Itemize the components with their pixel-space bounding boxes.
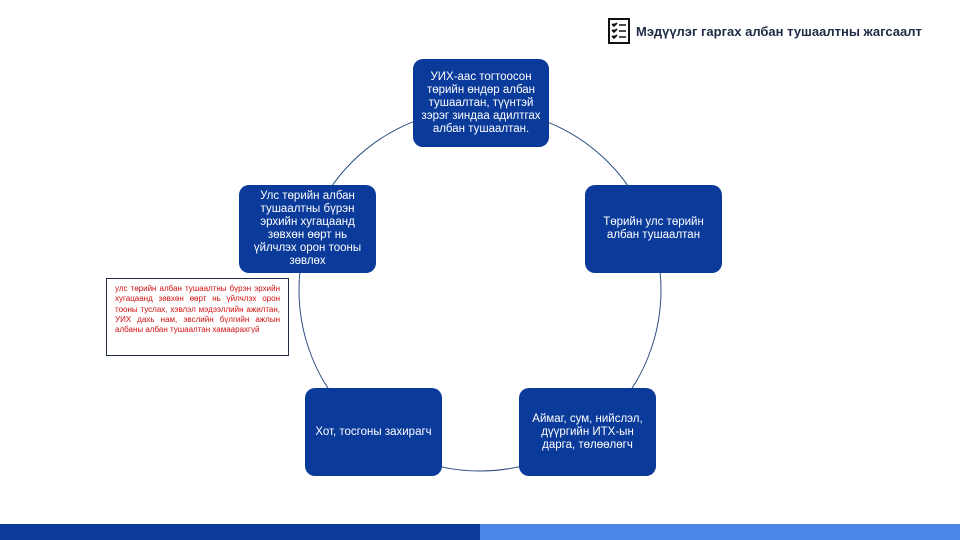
footer-bar-left (0, 524, 480, 540)
node-right: Төрийн улс төрийн албан тушаалтан (585, 185, 722, 273)
node-left: Улс төрийн албан тушаалтны бүрэн эрхийн … (239, 185, 376, 273)
node-label: Төрийн улс төрийн албан тушаалтан (603, 216, 704, 241)
node-label: УИХ-аас тогтоосон төрийн өндөр албан туш… (421, 70, 541, 135)
node-bottom-right: Аймаг, сум, нийслэл, дүүргийн ИТХ-ын дар… (519, 388, 656, 476)
node-bottom-left: Хот, тосгоны захирагч (305, 388, 442, 476)
node-label: Улс төрийн албан тушаалтны бүрэн эрхийн … (253, 190, 362, 267)
slide-title: Мэдүүлэг гаргах албан тушаалтны жагсаалт (608, 18, 922, 44)
node-top: УИХ-аас тогтоосон төрийн өндөр албан туш… (413, 59, 549, 147)
title-text: Мэдүүлэг гаргах албан тушаалтны жагсаалт (636, 23, 922, 39)
exception-note: улс төрийн албан тушаалтны бүрэн эрхийн … (106, 278, 289, 356)
footer-bar-right (480, 524, 960, 540)
node-label: Хот, тосгоны захирагч (315, 425, 432, 438)
node-label: Аймаг, сум, нийслэл, дүүргийн ИТХ-ын дар… (532, 412, 643, 451)
checklist-icon (608, 18, 630, 44)
